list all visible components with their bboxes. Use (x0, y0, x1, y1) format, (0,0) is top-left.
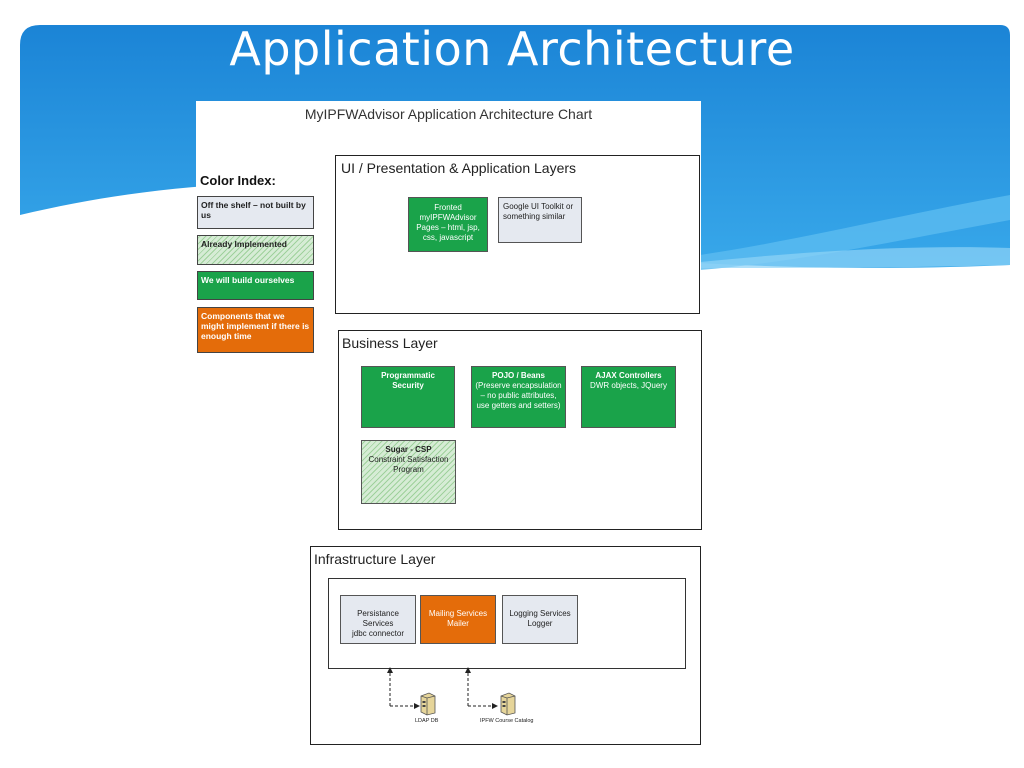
logging-services-box: Logging Services Logger (502, 595, 578, 644)
logger-label: Logger (527, 619, 553, 628)
logging-services-label: Logging Services (509, 609, 571, 618)
persistence-services-label: Persistance Services (357, 609, 399, 628)
pojo-beans-title: POJO / Beans (492, 371, 545, 380)
ajax-controllers-desc: DWR objects, JQuery (590, 381, 667, 390)
legend-build-ourselves: We will build ourselves (197, 271, 314, 300)
mailing-services-box: Mailing Services Mailer (420, 595, 496, 644)
ui-layer-title: UI / Presentation & Application Layers (341, 160, 577, 176)
jdbc-connector-label: jdbc connector (351, 629, 405, 638)
ipfw-course-catalog-label: IPFW Course Catalog (480, 718, 534, 724)
slide-title: Application Architecture (229, 22, 795, 76)
legend-title: Color Index: (200, 173, 276, 188)
chart-title: MyIPFWAdvisor Application Architecture C… (304, 106, 593, 122)
ajax-controllers-box: AJAX Controllers DWR objects, JQuery (581, 366, 676, 428)
mailer-label: Mailer (447, 619, 469, 628)
google-ui-toolkit-box: Google UI Toolkit or something similar (498, 197, 582, 243)
programmatic-security-box: Programmatic Security (361, 366, 455, 428)
frontend-pages-box: Fronted myIPFWAdvisor Pages – html, jsp,… (408, 197, 488, 252)
course-catalog-server-icon (500, 692, 516, 716)
business-layer-title: Business Layer (342, 335, 438, 351)
legend-if-enough-time: Components that we might implement if th… (197, 307, 314, 353)
infrastructure-layer-title: Infrastructure Layer (314, 551, 436, 567)
programmatic-security-label: Programmatic Security (381, 371, 435, 390)
sugar-csp-desc: Constraint Satisfaction Program (368, 455, 449, 474)
ldap-db-label: LDAP DB (415, 718, 439, 724)
sugar-csp-title: Sugar - CSP (385, 445, 432, 454)
legend-off-the-shelf: Off the shelf – not built by us (197, 196, 314, 229)
persistence-services-box: Persistance Services jdbc connector (340, 595, 416, 644)
ajax-controllers-title: AJAX Controllers (595, 371, 662, 380)
sugar-csp-box: Sugar - CSP Constraint Satisfaction Prog… (361, 440, 456, 504)
connector-lines (387, 667, 498, 709)
legend-already-implemented: Already Implemented (197, 235, 314, 265)
ldap-server-icon (420, 692, 436, 716)
pojo-beans-box: POJO / Beans (Preserve encapsulation – n… (471, 366, 566, 428)
pojo-beans-desc: (Preserve encapsulation – no public attr… (475, 381, 562, 410)
mailing-services-label: Mailing Services (428, 609, 488, 618)
